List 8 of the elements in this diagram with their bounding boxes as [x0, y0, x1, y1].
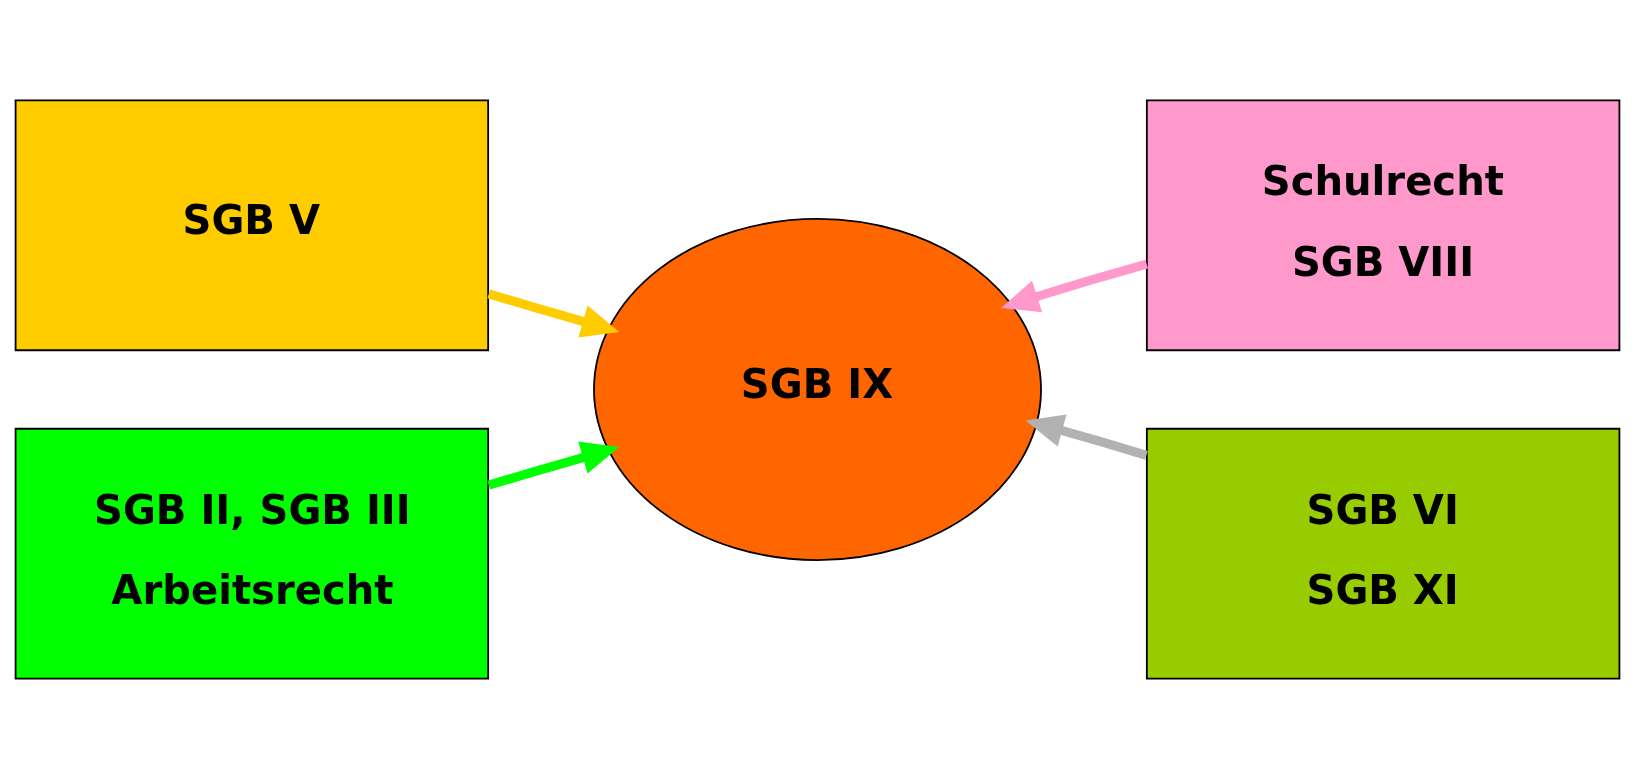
- arrow: [487, 289, 620, 337]
- arrow: [1001, 259, 1148, 312]
- arrow: [487, 441, 620, 489]
- node-box: Schulrecht SGB VIII: [1145, 98, 1621, 351]
- node-box: SGB II, SGB III Arbeitsrecht: [14, 427, 490, 680]
- arrow: [1025, 414, 1148, 460]
- node-box: SGB V: [14, 98, 490, 351]
- node-box: SGB VI SGB XI: [1145, 427, 1621, 680]
